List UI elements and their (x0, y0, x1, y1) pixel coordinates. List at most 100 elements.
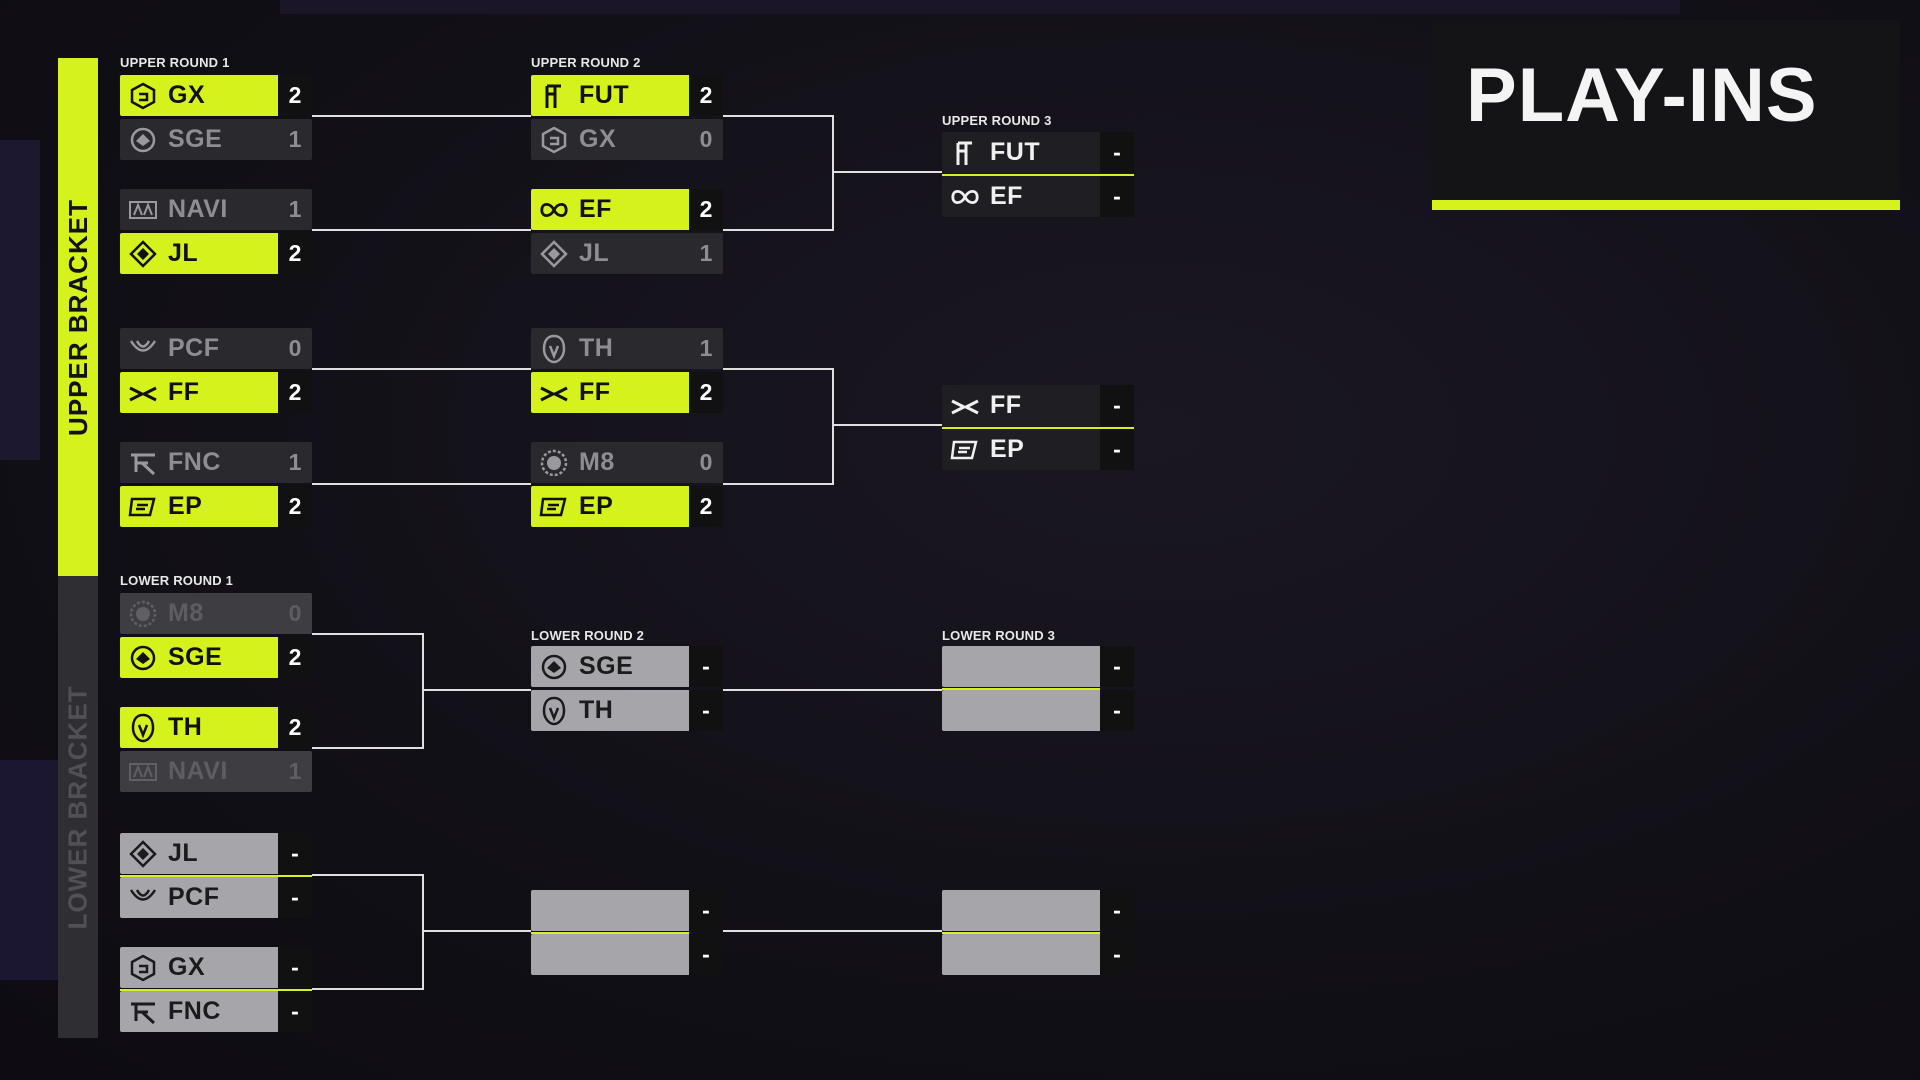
match-upper-r2-4[interactable]: M8 0 EP 2 (531, 442, 723, 528)
team-score: 2 (278, 233, 312, 274)
team-score: 0 (278, 593, 312, 634)
accent-stripe (1432, 200, 1900, 210)
team-row[interactable]: FF 2 (120, 372, 312, 413)
sge-eagle-logo-icon (128, 643, 158, 673)
match-upper-r2-3[interactable]: TH 1 FF 2 (531, 328, 723, 414)
team-row[interactable]: SGE 2 (120, 637, 312, 678)
gx-logo-icon (128, 81, 158, 111)
team-name: FNC (168, 448, 221, 476)
team-row[interactable]: TH 2 (120, 707, 312, 748)
team-row[interactable]: NAVI 1 (120, 751, 312, 792)
team-row[interactable]: PCF 0 (120, 328, 312, 369)
match-upper-r1-3[interactable]: PCF 0 FF 2 (120, 328, 312, 414)
team-row[interactable]: EF - (942, 176, 1134, 217)
match-lower-r2-2[interactable]: - - (531, 890, 723, 976)
team-row[interactable]: JL - (120, 833, 312, 874)
team-score: - (1100, 429, 1134, 470)
team-row[interactable]: FNC - (120, 991, 312, 1032)
divider (120, 989, 312, 991)
team-row[interactable]: M8 0 (120, 593, 312, 634)
match-lower-r1-4[interactable]: GX - FNC - (120, 947, 312, 1033)
match-lower-r1-3[interactable]: JL - PCF - (120, 833, 312, 919)
upper-bracket-label: UPPER BRACKET (62, 198, 93, 436)
team-name: JL (168, 239, 199, 267)
connector-line (422, 874, 424, 990)
th-helmet-logo-icon (128, 713, 158, 743)
team-row-empty[interactable]: - (942, 690, 1134, 731)
team-row-empty[interactable]: - (942, 646, 1134, 687)
connector-line (312, 368, 531, 370)
team-row-empty[interactable]: - (531, 890, 723, 931)
team-row[interactable]: JL 2 (120, 233, 312, 274)
team-score: - (1100, 385, 1134, 426)
match-lower-r3-1[interactable]: - - (942, 646, 1134, 732)
match-upper-r2-2[interactable]: EF 2 JL 1 (531, 189, 723, 275)
match-lower-r2-1[interactable]: SGE - TH - (531, 646, 723, 732)
th-helmet-logo-icon (539, 696, 569, 726)
team-row[interactable]: TH - (531, 690, 723, 731)
round-label-upper-1: UPPER ROUND 1 (120, 55, 230, 70)
connector-line (723, 368, 834, 370)
ff-wings-logo-icon (539, 378, 569, 408)
connector-line (422, 689, 531, 691)
connector-line (832, 171, 942, 173)
team-row-empty[interactable]: - (942, 890, 1134, 931)
team-name: SGE (579, 652, 634, 680)
connector-line (422, 930, 531, 932)
team-score: 2 (689, 486, 723, 527)
team-row[interactable]: GX 0 (531, 119, 723, 160)
navi-logo-icon (128, 195, 158, 225)
team-row[interactable]: FUT 2 (531, 75, 723, 116)
team-name: FUT (990, 138, 1041, 166)
team-row[interactable]: TH 1 (531, 328, 723, 369)
connector-line (312, 747, 424, 749)
team-name: FUT (579, 81, 630, 109)
connector-line (312, 633, 424, 635)
team-row-empty[interactable]: - (531, 934, 723, 975)
team-name: JL (579, 239, 610, 267)
team-row[interactable]: FF - (942, 385, 1134, 426)
jl-diamond-logo-icon (128, 239, 158, 269)
connector-line (312, 229, 531, 231)
connector-line (723, 115, 834, 117)
match-lower-r3-2[interactable]: - - (942, 890, 1134, 976)
team-row[interactable]: FF 2 (531, 372, 723, 413)
team-row[interactable]: GX - (120, 947, 312, 988)
pcf-logo-icon (128, 883, 158, 913)
team-row[interactable]: FNC 1 (120, 442, 312, 483)
team-row[interactable]: M8 0 (531, 442, 723, 483)
team-name: JL (168, 839, 199, 867)
match-upper-r3-2[interactable]: FF - EP - (942, 385, 1134, 471)
team-name: EF (990, 182, 1023, 210)
team-row[interactable]: EP - (942, 429, 1134, 470)
team-score: 1 (278, 751, 312, 792)
team-row-empty[interactable]: - (942, 934, 1134, 975)
m8-logo-icon (539, 448, 569, 478)
team-score: 2 (689, 372, 723, 413)
match-lower-r1-1[interactable]: M8 0 SGE 2 (120, 593, 312, 679)
team-row[interactable]: EP 2 (120, 486, 312, 527)
team-row[interactable]: GX 2 (120, 75, 312, 116)
team-row[interactable]: SGE 1 (120, 119, 312, 160)
match-lower-r1-2[interactable]: TH 2 NAVI 1 (120, 707, 312, 793)
team-row[interactable]: NAVI 1 (120, 189, 312, 230)
match-upper-r2-1[interactable]: FUT 2 GX 0 (531, 75, 723, 161)
team-row[interactable]: FUT - (942, 132, 1134, 173)
team-name: M8 (579, 448, 615, 476)
match-upper-r1-1[interactable]: GX 2 SGE 1 (120, 75, 312, 161)
team-row[interactable]: EP 2 (531, 486, 723, 527)
match-upper-r1-2[interactable]: NAVI 1 JL 2 (120, 189, 312, 275)
team-row[interactable]: PCF - (120, 877, 312, 918)
pcf-logo-icon (128, 334, 158, 364)
divider (942, 174, 1134, 176)
team-row[interactable]: EF 2 (531, 189, 723, 230)
team-row[interactable]: SGE - (531, 646, 723, 687)
match-upper-r1-4[interactable]: FNC 1 EP 2 (120, 442, 312, 528)
m8-logo-icon (128, 599, 158, 629)
team-name: NAVI (168, 195, 228, 223)
team-score: - (689, 890, 723, 931)
team-row[interactable]: JL 1 (531, 233, 723, 274)
match-upper-r3-1[interactable]: FUT - EF - (942, 132, 1134, 218)
divider (942, 932, 1100, 934)
team-score: 0 (689, 442, 723, 483)
